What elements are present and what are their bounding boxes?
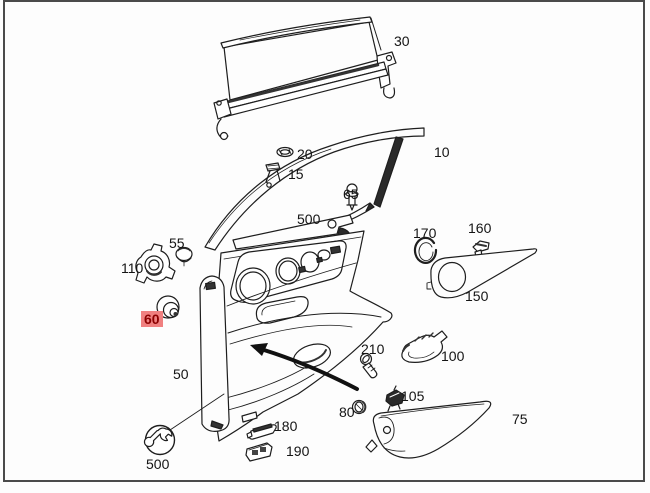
- pointer-arrow: [250, 343, 359, 391]
- part-180-lamp: [246, 423, 277, 440]
- part-label-60[interactable]: 60: [141, 311, 163, 327]
- part-label-20[interactable]: 20: [297, 146, 313, 162]
- part-label-160[interactable]: 160: [468, 220, 492, 236]
- part-55-grommet: [175, 246, 193, 267]
- part-15-clip: [265, 162, 281, 188]
- part-190-lamp-housing: [245, 442, 273, 462]
- part-label-100[interactable]: 100: [441, 348, 465, 364]
- part-label-10[interactable]: 10: [434, 144, 450, 160]
- part-label-55[interactable]: 55: [169, 235, 185, 251]
- part-100-pull-handle: [401, 330, 448, 363]
- part-label-180[interactable]: 180: [274, 418, 298, 434]
- part-50-pillar-trim: [199, 275, 230, 432]
- part-75-armrest: [365, 400, 492, 459]
- part-110-mount: [135, 243, 176, 284]
- part-label-170[interactable]: 170: [413, 225, 437, 241]
- part-500-door-trim-panel: [216, 214, 393, 442]
- wrench-icon: [143, 427, 173, 448]
- part-label-80[interactable]: 80: [339, 404, 355, 420]
- part-label-50[interactable]: 50: [173, 366, 189, 382]
- part-label-105[interactable]: 105: [401, 388, 425, 404]
- part-20-clip: [276, 146, 294, 158]
- part-label-500-top[interactable]: 500: [297, 211, 321, 227]
- part-label-150[interactable]: 150: [465, 288, 489, 304]
- part-210-screw: [359, 352, 378, 379]
- wrench-symbol: [143, 393, 225, 456]
- part-80-grommet: [351, 399, 367, 415]
- part-105-clip: [385, 385, 405, 412]
- part-label-75[interactable]: 75: [512, 411, 528, 427]
- part-label-210[interactable]: 210: [361, 341, 385, 357]
- part-170-ring: [413, 236, 438, 264]
- part-60-grommet: [156, 295, 180, 319]
- part-label-65[interactable]: 65: [343, 186, 359, 202]
- part-label-190[interactable]: 190: [286, 443, 310, 459]
- part-label-110[interactable]: 110: [121, 260, 144, 276]
- part-65-fastener: [345, 183, 359, 211]
- part-label-15[interactable]: 15: [288, 166, 304, 182]
- part-30-roller-blind: [213, 16, 397, 141]
- part-label-30[interactable]: 30: [394, 33, 410, 49]
- part-label-500-bottom[interactable]: 500: [146, 456, 170, 472]
- part-150-tweeter-panel: [426, 248, 538, 299]
